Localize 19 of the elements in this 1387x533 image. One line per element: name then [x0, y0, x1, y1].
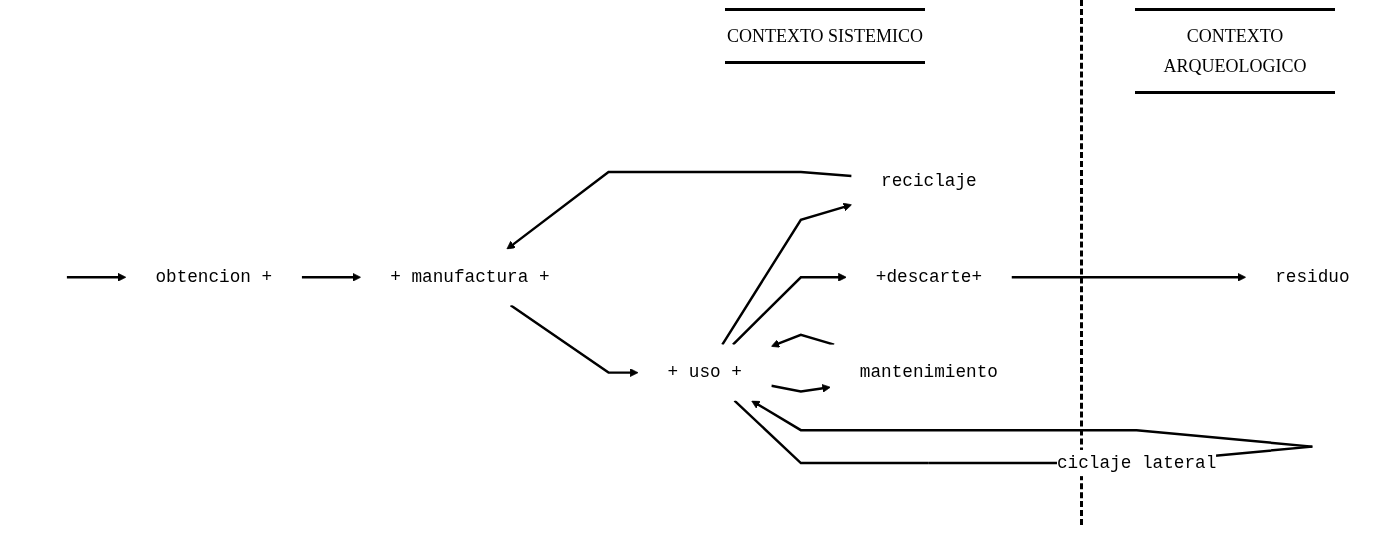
node-text: mantenimiento: [859, 362, 998, 382]
arrow: [506, 170, 852, 250]
node-text: reciclaje: [881, 171, 977, 192]
edge-label: ciclaje lateral: [1056, 452, 1217, 473]
arrow: [1011, 272, 1247, 282]
arrow: [66, 272, 127, 282]
context-heading: CONTEXTO ARQUEOLOGICO: [1135, 8, 1335, 94]
arrow: [509, 304, 639, 377]
node-text: residuo: [1275, 266, 1350, 287]
node-text: +descarte+: [875, 266, 983, 287]
arrow: [721, 202, 852, 346]
node-text: + manufactura +: [390, 266, 550, 287]
context-heading: CONTEXTO SISTEMICO: [725, 8, 925, 64]
arrow: [771, 383, 831, 393]
arrow: [770, 333, 835, 348]
arrow: [732, 272, 847, 346]
node-text: obtencion +: [155, 266, 273, 287]
node-text: + uso +: [667, 362, 742, 382]
arrow: [301, 272, 362, 282]
